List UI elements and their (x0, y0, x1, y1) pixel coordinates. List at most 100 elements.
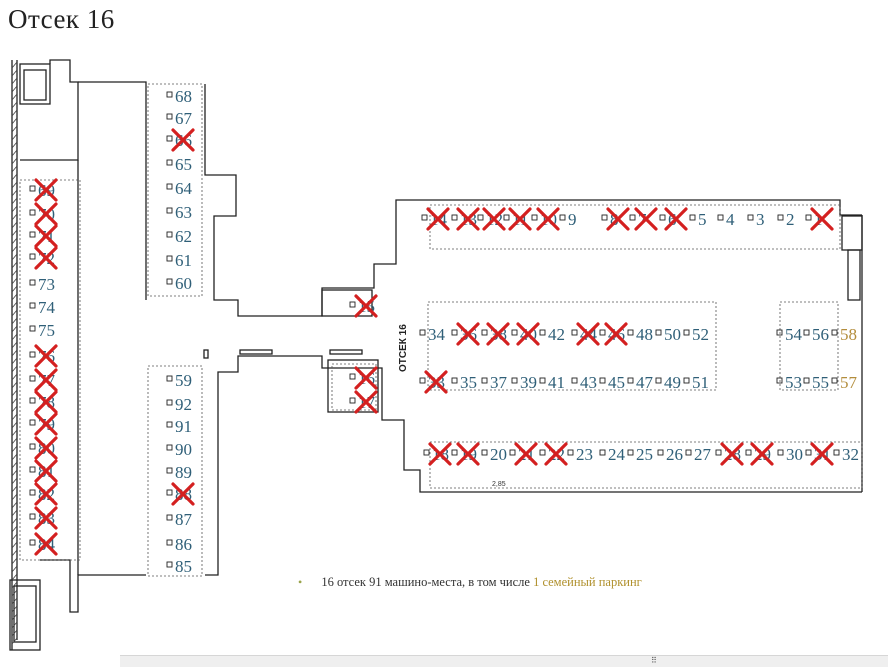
spot-number: 54 (785, 325, 803, 344)
spot-number: 60 (175, 274, 192, 293)
occupied-cross-icon (34, 178, 58, 202)
spot-marker-icon (166, 539, 173, 546)
occupied-cross-icon (171, 482, 195, 506)
spot-marker-icon (659, 214, 666, 221)
parking-spot-49: 49 (655, 373, 681, 392)
spot-marker-icon (503, 214, 510, 221)
parking-spot-10: 10 (531, 207, 560, 231)
spot-number: 50 (664, 325, 681, 344)
parking-spot-52: 52 (683, 325, 709, 344)
parking-spot-27: 27 (685, 445, 712, 464)
occupied-cross-icon (34, 482, 58, 506)
occupied-cross-icon (544, 442, 568, 466)
parking-spot-71: 71 (29, 224, 58, 248)
parking-spot-35: 35 (451, 373, 477, 392)
parking-spot-8: 8 (601, 207, 630, 231)
spot-marker-icon (29, 397, 36, 404)
spot-marker-icon (166, 489, 173, 496)
spot-number: 68 (175, 87, 192, 106)
occupied-cross-icon (750, 442, 774, 466)
spot-marker-icon (627, 377, 634, 384)
parking-spot-4: 4 (717, 210, 735, 229)
spot-marker-icon (166, 113, 173, 120)
spot-marker-icon (29, 443, 36, 450)
occupied-cross-icon (34, 224, 58, 248)
spot-marker-icon (509, 449, 516, 456)
legend-family: 1 семейный паркинг (533, 575, 642, 589)
spot-marker-icon (166, 421, 173, 428)
spot-number: 25 (636, 445, 653, 464)
spot-marker-icon (776, 329, 783, 336)
spot-number: 90 (175, 440, 192, 459)
parking-spot-23: 23 (567, 445, 593, 464)
parking-spot-26: 26 (657, 445, 683, 464)
spot-marker-icon (29, 185, 36, 192)
spot-number: 92 (175, 395, 192, 414)
spot-marker-icon (599, 329, 606, 336)
spot-number: 91 (175, 417, 192, 436)
parking-spot-44: 44 (571, 322, 600, 346)
parking-spot-20: 20 (481, 445, 507, 464)
occupied-cross-icon (34, 436, 58, 460)
spot-marker-icon (29, 375, 36, 382)
occupied-cross-icon (354, 366, 378, 390)
spot-number: 30 (786, 445, 803, 464)
spot-number: 7 (638, 210, 647, 229)
spot-marker-icon (655, 377, 662, 384)
occupied-cross-icon (536, 207, 560, 231)
parking-spot-9: 9 (559, 210, 577, 229)
spot-number: 49 (664, 373, 681, 392)
occupied-cross-icon (604, 322, 628, 346)
occupied-cross-icon (34, 506, 58, 530)
parking-spot-28: 28 (715, 442, 744, 466)
occupied-cross-icon (34, 459, 58, 483)
spot-marker-icon (166, 561, 173, 568)
parking-spot-36: 36 (451, 322, 480, 346)
occupied-cross-icon (482, 207, 506, 231)
parking-spot-72: 72 (29, 246, 58, 270)
parking-spot-33: 33 (419, 370, 448, 394)
spot-marker-icon (831, 329, 838, 336)
occupied-cross-icon (576, 322, 600, 346)
parking-spot-67: 67 (166, 109, 193, 128)
spot-marker-icon (349, 397, 356, 404)
spot-marker-icon (805, 449, 812, 456)
parking-spot-78: 78 (29, 390, 58, 414)
legend-main: 16 отсек 91 машино-места, в том числе (321, 575, 530, 589)
spot-marker-icon (451, 329, 458, 336)
spot-marker-icon (349, 301, 356, 308)
spot-marker-icon (805, 214, 812, 221)
spot-marker-icon (423, 449, 430, 456)
parking-spot-46: 46 (599, 322, 628, 346)
parking-spot-76: 76 (29, 344, 58, 368)
spot-marker-icon (831, 377, 838, 384)
spot-marker-icon (166, 278, 173, 285)
parking-spot-59: 59 (166, 371, 192, 390)
parking-spot-30: 30 (777, 445, 803, 464)
spot-marker-icon (629, 214, 636, 221)
occupied-cross-icon (34, 368, 58, 392)
spot-number: 63 (175, 203, 192, 222)
occupied-cross-icon (664, 207, 688, 231)
spot-number: 26 (666, 445, 683, 464)
grip-icon: ⠿ (651, 656, 657, 665)
parking-spot-62: 62 (166, 227, 192, 246)
spot-number: 48 (636, 325, 653, 344)
spot-marker-icon (539, 377, 546, 384)
spot-marker-icon (571, 377, 578, 384)
parking-spot-31: 31 (805, 442, 834, 466)
spot-marker-icon (29, 231, 36, 238)
building-walls (9, 59, 863, 651)
occupied-cross-icon (810, 207, 834, 231)
spot-marker-icon (717, 214, 724, 221)
bullet-icon: • (298, 575, 303, 589)
parking-spot-60: 60 (166, 274, 192, 293)
parking-spot-17: 17 (349, 390, 378, 414)
parking-spot-5: 5 (689, 210, 707, 229)
parking-spot-63: 63 (166, 203, 192, 222)
spot-marker-icon (559, 214, 566, 221)
spot-marker-icon (166, 183, 173, 190)
spot-number: 87 (175, 510, 193, 529)
occupied-cross-icon (810, 442, 834, 466)
parking-spot-50: 50 (655, 325, 681, 344)
